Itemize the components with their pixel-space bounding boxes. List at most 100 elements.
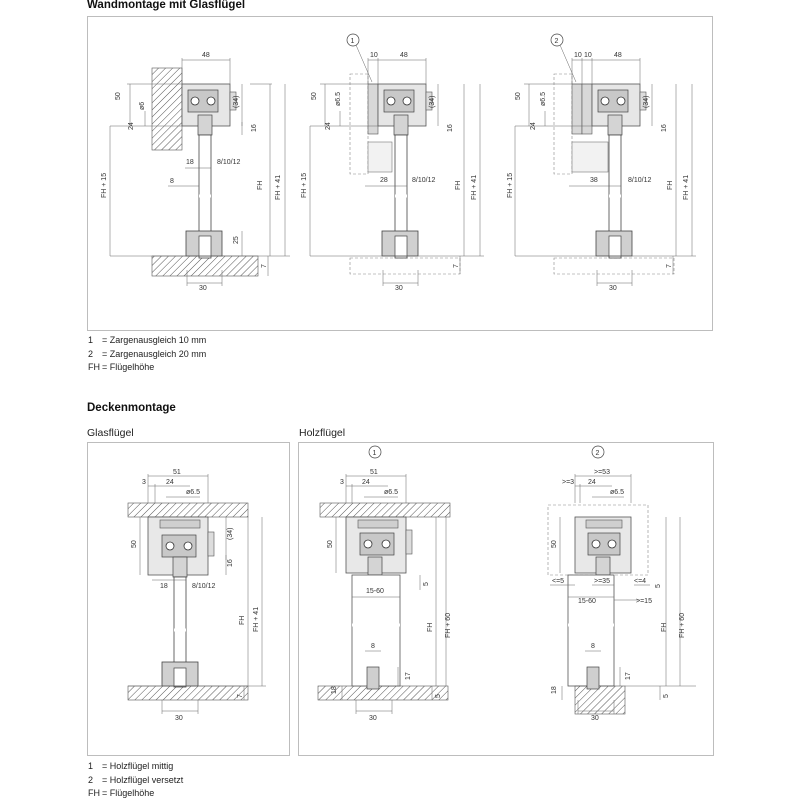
dim-range: 15-60: [578, 598, 596, 605]
dim-fh: FH: [455, 181, 462, 190]
dim-8: 8: [170, 178, 174, 185]
glass-door-label: Glasflügel: [87, 427, 134, 439]
dim-18: 18: [331, 686, 338, 694]
dim-30: 30: [199, 285, 207, 292]
dim-50: 50: [327, 540, 334, 548]
callout-1-label: 1: [373, 450, 377, 457]
dim-diameter: ø6: [139, 102, 146, 110]
callout-2-label: 2: [596, 450, 600, 457]
callout-2: [591, 445, 605, 459]
dim-34: (34): [233, 96, 240, 108]
dim-38: 38: [590, 177, 598, 184]
callout-2: [550, 33, 564, 47]
dim-30: 30: [369, 715, 377, 722]
dim-25: 25: [233, 236, 240, 244]
dim-34: (34): [643, 96, 650, 108]
dim-8: 8: [371, 643, 375, 650]
wall-mount-drawing-frame: [87, 16, 713, 331]
dim-fh: FH: [239, 616, 246, 625]
legend-item: 2= Zargenausgleich 20 mm: [88, 348, 207, 359]
dim-30: 30: [175, 715, 183, 722]
legend-item: 1= Holzflügel mittig: [88, 761, 174, 771]
dim-18: 18: [186, 159, 194, 166]
dim-fh60: FH + 60: [679, 613, 686, 638]
dim-fh: FH: [257, 181, 264, 190]
dim-30: 30: [591, 715, 599, 722]
wall-drawing-a: 48 50 ø6 24 (34) 16 18 8/10/12 8 FH + 15…: [101, 52, 290, 292]
dim-fh41: FH + 41: [471, 175, 478, 200]
dim-24: 24: [362, 479, 370, 486]
dim-16: 16: [227, 559, 234, 567]
ceiling-wood-frame: [298, 442, 714, 756]
ceiling-mount-legend: 1= Holzflügel mittig 2= Holzflügel verse…: [88, 760, 183, 801]
dim-34: (34): [429, 96, 436, 108]
dim-le5: <=5: [552, 578, 564, 585]
dim-30: 30: [395, 285, 403, 292]
dim-34: (34): [227, 528, 234, 540]
dim-18: 18: [160, 583, 168, 590]
dim-3: 3: [142, 479, 146, 486]
dim-50: 50: [551, 540, 558, 548]
callout-1: [346, 33, 360, 47]
dim-fh15: FH + 15: [301, 173, 308, 198]
roller-carriage: [187, 89, 219, 113]
wall-mount-legend: 1= Zargenausgleich 10 mm 2= Zargenausgle…: [88, 334, 206, 375]
dim-range: 15-60: [366, 588, 384, 595]
dim-51: 51: [370, 469, 378, 476]
dim-glass: 8/10/12: [628, 177, 651, 184]
dim-24: 24: [325, 122, 332, 130]
dim-48: 48: [614, 52, 622, 59]
dim-24: 24: [530, 122, 537, 130]
dim-28: 28: [380, 177, 388, 184]
dim-diameter: ø6.5: [186, 489, 200, 496]
wall-mount-title: Wandmontage mit Glasflügel: [87, 0, 246, 11]
dim-fh41: FH + 41: [683, 175, 690, 200]
dim-24: 24: [166, 479, 174, 486]
dim-fh: FH: [427, 623, 434, 632]
dim-16: 16: [447, 124, 454, 132]
callout-1-label: 1: [351, 38, 355, 45]
dim-50: 50: [115, 92, 122, 100]
dim-fh41: FH + 41: [253, 607, 260, 632]
dim-8: 8: [591, 643, 595, 650]
dim-glass: 8/10/12: [217, 159, 240, 166]
dim-le4: <=4: [634, 578, 646, 585]
dim-ge3: >=3: [562, 479, 574, 486]
wall-hatch: [151, 67, 183, 151]
dim-fh15: FH + 15: [101, 173, 108, 198]
dim-10: 10: [574, 52, 582, 59]
dim-diameter: ø6.5: [610, 489, 624, 496]
dim-30: 30: [609, 285, 617, 292]
dim-17: 17: [405, 672, 412, 680]
dim-diameter: ø6.5: [540, 92, 547, 106]
legend-item: 1= Zargenausgleich 10 mm: [88, 335, 207, 345]
dim-50: 50: [311, 92, 318, 100]
ceiling-glass-frame: [87, 442, 290, 756]
dim-ge53: >=53: [594, 469, 610, 476]
floor-hatch: [151, 255, 259, 277]
dim-glass: 8/10/12: [412, 177, 435, 184]
wall-drawing-c: 2 10 10 48 50: [507, 33, 696, 292]
dim-glass: 8/10/12: [192, 583, 215, 590]
dim-fh60: FH + 60: [445, 613, 452, 638]
dim-10: 10: [370, 52, 378, 59]
dim-7: 7: [666, 264, 673, 268]
dim-fh41: FH + 41: [275, 175, 282, 200]
wall-drawing-b: 1 10 48 50 ø6.5 24: [301, 33, 484, 292]
dim-diameter: ø6.5: [384, 489, 398, 496]
dim-24: 24: [128, 122, 135, 130]
dim-ge35: >=35: [594, 578, 610, 585]
ceiling-wood-drawing-2: 2 >=53 >: [547, 445, 696, 722]
ceiling-wood-drawing-1: 1 51 3 24 ø6.5 50: [317, 445, 452, 722]
dim-16: 16: [251, 124, 258, 132]
legend-item: FH= Flügelhöhe: [88, 788, 155, 798]
dim-10: 10: [584, 52, 592, 59]
callout-2-label: 2: [555, 38, 559, 45]
callout-1: [368, 445, 382, 459]
dim-48: 48: [400, 52, 408, 59]
glass-clamp: [197, 114, 213, 136]
dim-5: 5: [423, 582, 430, 586]
dim-16: 16: [661, 124, 668, 132]
legend-item: FH= Flügelhöhe: [88, 362, 155, 372]
